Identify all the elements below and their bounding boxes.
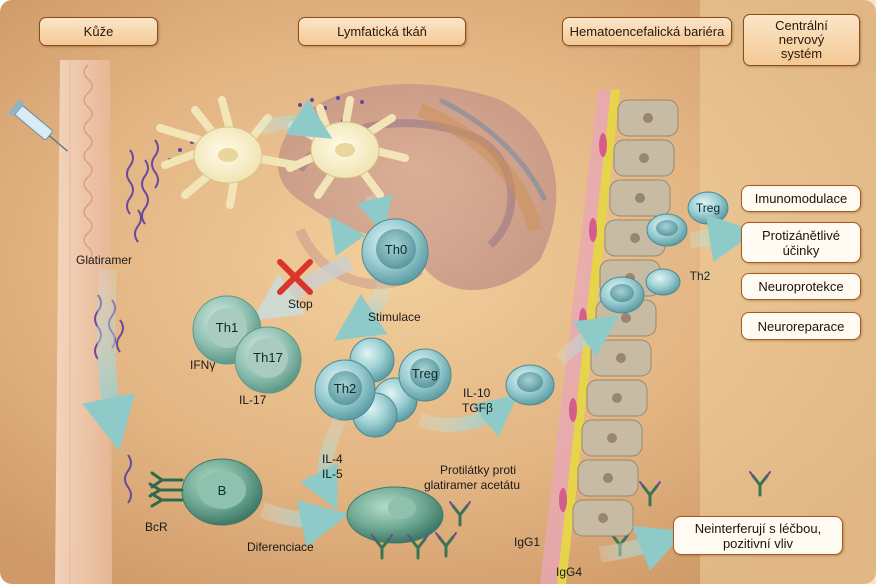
th0-cell — [361, 218, 429, 286]
plasma-cell — [346, 486, 444, 544]
header-lymphatic-tissue: Lymfatická tkáň — [298, 17, 466, 46]
header-cns-line2: nervový — [778, 32, 825, 47]
label-th0: Th0 — [384, 242, 408, 257]
header-bbb-text: Hematoencefalická bariéra — [569, 23, 725, 39]
label-il17: IL-17 — [239, 393, 267, 407]
header-lymph-text: Lymfatická tkáň — [337, 23, 427, 39]
label-tgf-beta: TGFβ — [462, 401, 493, 415]
label-igg1: IgG1 — [514, 535, 541, 549]
label-il5: IL-5 — [322, 467, 343, 481]
stimulation-arrow — [334, 282, 393, 341]
label-differentiation: Diferenciace — [247, 540, 314, 554]
effect-immunomodulation: Imunomodulace — [741, 185, 861, 212]
th17-cell — [234, 326, 302, 394]
effect-neuroprotection: Neuroprotekce — [741, 273, 861, 300]
cytokine-arrow — [417, 394, 519, 438]
th2-treg-cluster — [314, 337, 452, 438]
cns-th2-cell — [645, 268, 681, 296]
label-glatiramer: Glatiramer — [76, 253, 133, 267]
label-antibodies-line1: Protilátky proti — [440, 463, 517, 477]
label-th1: Th1 — [215, 320, 239, 335]
label-stimulation: Stimulace — [368, 310, 421, 324]
b-cell — [148, 458, 263, 526]
dc-migration-arrow — [256, 98, 333, 139]
label-il10: IL-10 — [463, 386, 491, 400]
effect-neurorepair: Neuroreparace — [741, 312, 861, 340]
header-cns-line1: Centrální — [775, 18, 828, 33]
cns-effect-arrow — [689, 214, 757, 263]
effect-antiinflammatory-line2: účinky — [782, 242, 820, 258]
header-skin: Kůže — [39, 17, 158, 46]
label-stop: Stop — [288, 297, 313, 311]
il4-il5-arrow — [299, 416, 347, 511]
header-blood-brain-barrier: Hematoencefalická bariéra — [562, 17, 732, 46]
dendritic-cell — [156, 96, 299, 209]
label-il4: IL-4 — [322, 452, 343, 466]
label-th17: Th17 — [253, 350, 283, 365]
header-skin-text: Kůže — [83, 23, 114, 39]
effect-noninterfering: Neinterferují s léčbou, pozitivní vliv — [673, 516, 843, 555]
effect-neuroprotection-text: Neuroprotekce — [758, 279, 844, 294]
th0-up-arrow — [329, 216, 366, 257]
effect-noninterfering-line2: pozitivní vliv — [722, 535, 794, 551]
crossing-cell — [599, 276, 645, 314]
skin-layer — [55, 59, 112, 584]
label-treg: Treg — [411, 366, 439, 381]
label-bcr: BcR — [145, 520, 168, 534]
header-cns: Centrální nervový systém — [743, 14, 860, 66]
antigen-presentation-arrow — [357, 192, 393, 234]
label-th2: Th2 — [333, 381, 357, 396]
label-treg-cns: Treg — [695, 201, 721, 215]
effect-antiinflammatory: Protizánětlivé účinky — [741, 222, 861, 263]
bbb-crossing-arrow — [555, 315, 619, 366]
label-antibodies-line2: glatiramer acetátu — [424, 478, 521, 492]
label-th2-cns: Th2 — [689, 269, 711, 283]
cns-cell — [646, 213, 688, 247]
label-b: B — [217, 483, 227, 498]
effect-antiinflammatory-line1: Protizánětlivé — [761, 227, 841, 243]
glatiramer-arrow — [82, 269, 136, 452]
label-igg4: IgG4 — [556, 565, 583, 579]
th1-blocked-arrow — [252, 254, 354, 321]
effect-neurorepair-text: Neuroreparace — [757, 318, 845, 334]
antibody-effect-arrow — [598, 526, 686, 571]
syringe-icon — [8, 99, 69, 152]
header-cns-line3: systém — [780, 46, 823, 61]
effect-noninterfering-line1: Neinterferují s léčbou, — [694, 520, 822, 536]
effect-immunomodulation-text: Imunomodulace — [754, 191, 848, 206]
differentiation-arrow — [259, 500, 349, 548]
label-ifn-gamma: IFNγ — [190, 358, 216, 372]
stop-cross-icon — [277, 259, 313, 295]
migrating-cell — [505, 364, 555, 406]
